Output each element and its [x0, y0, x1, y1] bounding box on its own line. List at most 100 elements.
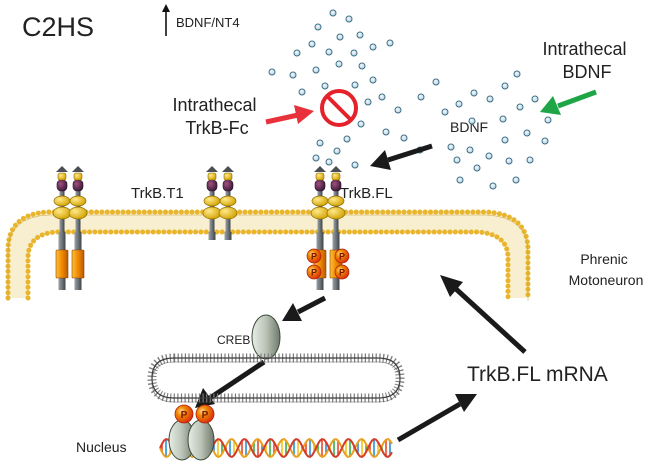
receptor-ig-domain [327, 195, 345, 207]
trkb-fl-label: TrkB.FL [340, 185, 393, 202]
receptor-head [72, 179, 84, 192]
bdnf-dot [364, 98, 372, 106]
creb-label: CREB [217, 333, 250, 347]
creb-protein [251, 314, 281, 360]
envelope-lipids [147, 353, 405, 403]
bdnf-to-receptor-arrow [370, 143, 433, 170]
svg-text:P: P [181, 410, 188, 421]
bdnf-dot [513, 70, 521, 78]
receptor-head [222, 179, 234, 192]
bdnf-label: BDNF [450, 119, 488, 135]
bdnf-dot [356, 31, 364, 39]
receptor-to-creb-arrow [282, 295, 327, 321]
bdnf-dot [541, 137, 549, 145]
bdnf-dot [378, 93, 386, 101]
bdnf-dot [351, 161, 359, 169]
trkb-fl-monomer [52, 166, 72, 290]
phospho-icon: P [334, 264, 350, 280]
receptor-cap [73, 172, 83, 181]
bdnf-increase-indicator: BDNF/NT4 [162, 4, 240, 36]
svg-text:P: P [202, 410, 209, 421]
bdnf-dot [505, 157, 513, 165]
bdnf-dot [485, 152, 493, 160]
trkb-fc-line2: TrkB-Fc [185, 118, 248, 138]
trkb-fl-monomer [68, 166, 88, 290]
bdnf-dot [329, 9, 337, 17]
bdnf-dot [312, 154, 320, 162]
receptor-tm-segment [224, 232, 232, 240]
receptor-tip [314, 166, 326, 172]
bdnf-dot [394, 106, 402, 114]
receptor-ig-domain [326, 206, 346, 220]
phospho-icon: P [306, 264, 322, 280]
bdnf-dot [468, 117, 476, 125]
intrathecal-bdnf-label: Intrathecal BDNF [542, 39, 631, 82]
mrna-to-receptor-arrow [440, 275, 527, 354]
receptor-cap [331, 172, 341, 181]
envelope-inner [151, 361, 401, 403]
cell-label: Phrenic Motoneuron [569, 251, 644, 288]
receptor-ig-domain [202, 206, 222, 220]
trkb-fl-mrna-label: TrkB.FL mRNA [467, 363, 608, 386]
bdnf-dot [473, 164, 481, 172]
phospho-text: P [311, 252, 317, 262]
phospho-circle [306, 264, 322, 280]
bdnf-dot [321, 82, 329, 90]
membrane-outer-line [7, 214, 529, 301]
receptor-tip [222, 166, 234, 172]
bdnf-dot [499, 115, 507, 123]
receptor-ig-domain [69, 195, 87, 207]
bdnf-dot [432, 78, 440, 86]
receptor-tip [330, 166, 342, 172]
bdnf-dot [335, 60, 343, 68]
bdnf-dot [523, 129, 531, 137]
bdnf-dot [293, 49, 301, 57]
phospho-text: P [339, 268, 345, 278]
receptor-ig-domain [52, 206, 72, 220]
bdnf-dot [386, 39, 394, 47]
bdnf-dot [526, 156, 534, 164]
bdnf-dot [308, 40, 316, 48]
bdnf-nt4-label: BDNF/NT4 [176, 15, 240, 30]
cell-label-line1: Phrenic [580, 251, 627, 267]
intrathecal-bdnf-line1: Intrathecal [542, 39, 626, 59]
receptor-head [206, 179, 218, 192]
bdnf-dot [512, 176, 520, 184]
bdnf-dot [325, 158, 333, 166]
receptor-ig-domain [311, 195, 329, 207]
bdnf-dot [268, 68, 276, 76]
trkb-fc-label: Intrathecal TrkB-Fc [172, 95, 261, 138]
bdnf-dot [316, 139, 324, 147]
phospho-creb-dimer: P P [168, 404, 215, 461]
bdnf-dot [369, 76, 377, 84]
bdnf-dot [298, 88, 306, 96]
trkb-t1-label: TrkB.T1 [131, 185, 184, 202]
bdnf-dot [453, 156, 461, 164]
membrane-inner-heads [25, 229, 511, 301]
receptor-ig-domain [218, 206, 238, 220]
phospho-icon: P [306, 248, 322, 264]
bdnf-dot [343, 135, 351, 143]
receptor-tip [56, 166, 68, 172]
bdnf-dot [382, 128, 390, 136]
receptor-cap [315, 172, 325, 181]
bdnf-dot [351, 81, 359, 89]
receptor-ig-domain [68, 206, 88, 220]
envelope-core [151, 357, 401, 399]
bdnf-dot [350, 49, 358, 57]
red-arrow [265, 105, 314, 125]
phospho-icon: P [195, 404, 215, 424]
receptor-ig-domain [310, 206, 330, 220]
nucleus-label: Nucleus [76, 439, 127, 455]
bdnf-dot [336, 33, 344, 41]
phospho-text: P [311, 268, 317, 278]
bdnf-dot [501, 82, 509, 90]
phospho-circle [334, 264, 350, 280]
bdnf-dot [531, 95, 539, 103]
intrathecal-bdnf-line2: BDNF [563, 62, 612, 82]
bdnf-dot [357, 120, 365, 128]
bdnf-dot [486, 95, 494, 103]
receptor-tm-segment [208, 232, 216, 240]
bdnf-dot [312, 66, 320, 74]
receptor-ig-domain [53, 195, 71, 207]
